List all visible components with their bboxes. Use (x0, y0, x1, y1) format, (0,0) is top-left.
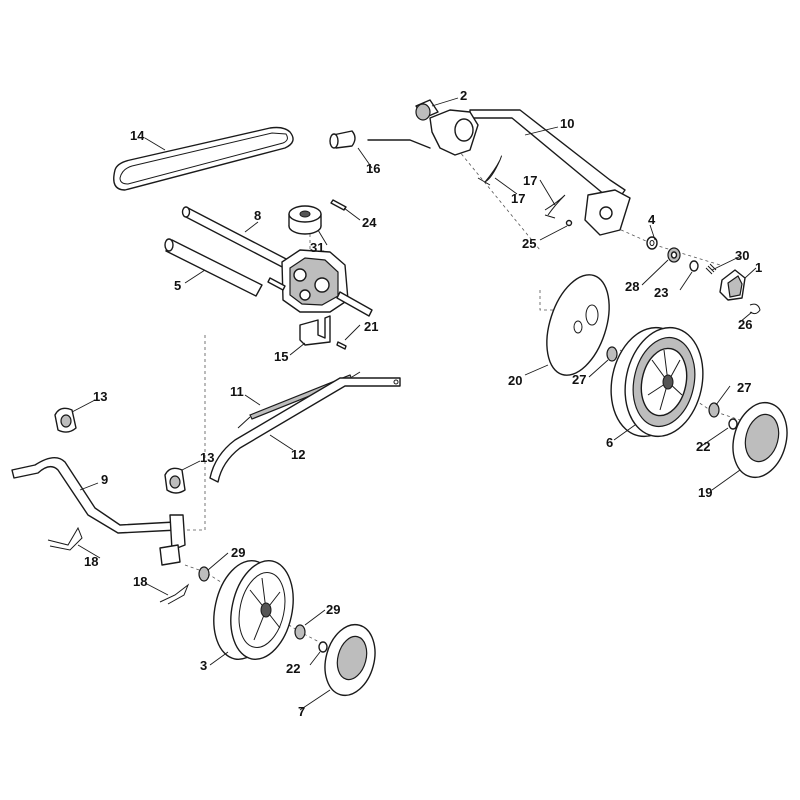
part-9-front-axle (11, 457, 186, 566)
part-3-front-wheel (213, 559, 294, 661)
part-18-clip-a (47, 526, 83, 551)
part-23-ring (689, 260, 699, 272)
part-13-bushing-b (164, 467, 186, 494)
part-20-gear-cover (546, 274, 610, 376)
callout-19: 19 (698, 485, 712, 500)
callout-12: 12 (291, 447, 305, 462)
callout-13b: 13 (200, 450, 214, 465)
callout-4: 4 (648, 212, 656, 227)
callout-9: 9 (101, 472, 108, 487)
part-13-bushing-a (54, 407, 77, 433)
callout-22b: 22 (286, 661, 300, 676)
callout-24: 24 (362, 215, 377, 230)
part-22-nut-a (728, 418, 738, 430)
callout-21: 21 (364, 319, 378, 334)
callout-2: 2 (460, 88, 467, 103)
part-29-bearing-a (198, 566, 210, 582)
part-15-bracket (299, 315, 331, 346)
leader-lines (71, 97, 757, 711)
part-25-pin (565, 219, 573, 227)
callout-8: 8 (254, 208, 261, 223)
part-5-tube (164, 238, 263, 297)
callout-27a: 27 (572, 372, 586, 387)
callout-17b: 17 (511, 191, 525, 206)
part-26-clip (749, 303, 761, 315)
part-7-hub-cap (324, 623, 376, 697)
callout-5: 5 (174, 278, 181, 293)
part-12-linkage-rod (209, 377, 401, 483)
callout-18a: 18 (84, 554, 98, 569)
callout-6: 6 (606, 435, 613, 450)
part-14-belt (113, 126, 294, 191)
callout-29b: 29 (326, 602, 340, 617)
part-24-pin (330, 199, 347, 211)
part-31-pulley (288, 205, 322, 235)
callout-13a: 13 (93, 389, 107, 404)
callout-18b: 18 (133, 574, 147, 589)
part-29-bearing-b (294, 624, 306, 640)
callout-25: 25 (522, 236, 536, 251)
part-16-handle-grip (329, 130, 431, 149)
part-21-screw (336, 341, 347, 350)
callout-26: 26 (738, 317, 752, 332)
part-4-washer (646, 236, 658, 250)
callout-labels: 1 2 3 4 5 6 7 8 9 10 11 12 13 13 14 15 1… (84, 88, 762, 719)
callout-29a: 29 (231, 545, 245, 560)
part-1-pinion (719, 269, 746, 301)
part-17-spring-a (477, 155, 502, 186)
callout-20: 20 (508, 373, 522, 388)
part-10-control-bar (429, 109, 631, 236)
callout-27b: 27 (737, 380, 751, 395)
gearbox-assembly (267, 249, 373, 317)
part-18-clip-b (159, 583, 190, 605)
callout-31: 31 (310, 240, 324, 255)
callout-17a: 17 (523, 173, 537, 188)
part-19-hub-cap (732, 401, 788, 479)
callout-14: 14 (130, 128, 145, 143)
part-17-spring-b (544, 194, 566, 219)
callout-28: 28 (625, 279, 639, 294)
callout-22a: 22 (696, 439, 710, 454)
part-27-bearing-a (606, 346, 618, 362)
callout-10: 10 (560, 116, 574, 131)
callout-1: 1 (755, 260, 762, 275)
callout-16: 16 (366, 161, 380, 176)
callout-23: 23 (654, 285, 668, 300)
part-22-nut-b (318, 641, 328, 653)
callout-7: 7 (298, 704, 305, 719)
callout-15: 15 (274, 349, 288, 364)
part-6-rear-wheel (610, 326, 704, 438)
part-27-bearing-b (708, 402, 720, 418)
callout-11: 11 (230, 384, 244, 399)
callout-3: 3 (200, 658, 207, 673)
callout-30: 30 (735, 248, 749, 263)
part-28-bearing (667, 247, 681, 263)
part-2-bushing (415, 99, 439, 121)
